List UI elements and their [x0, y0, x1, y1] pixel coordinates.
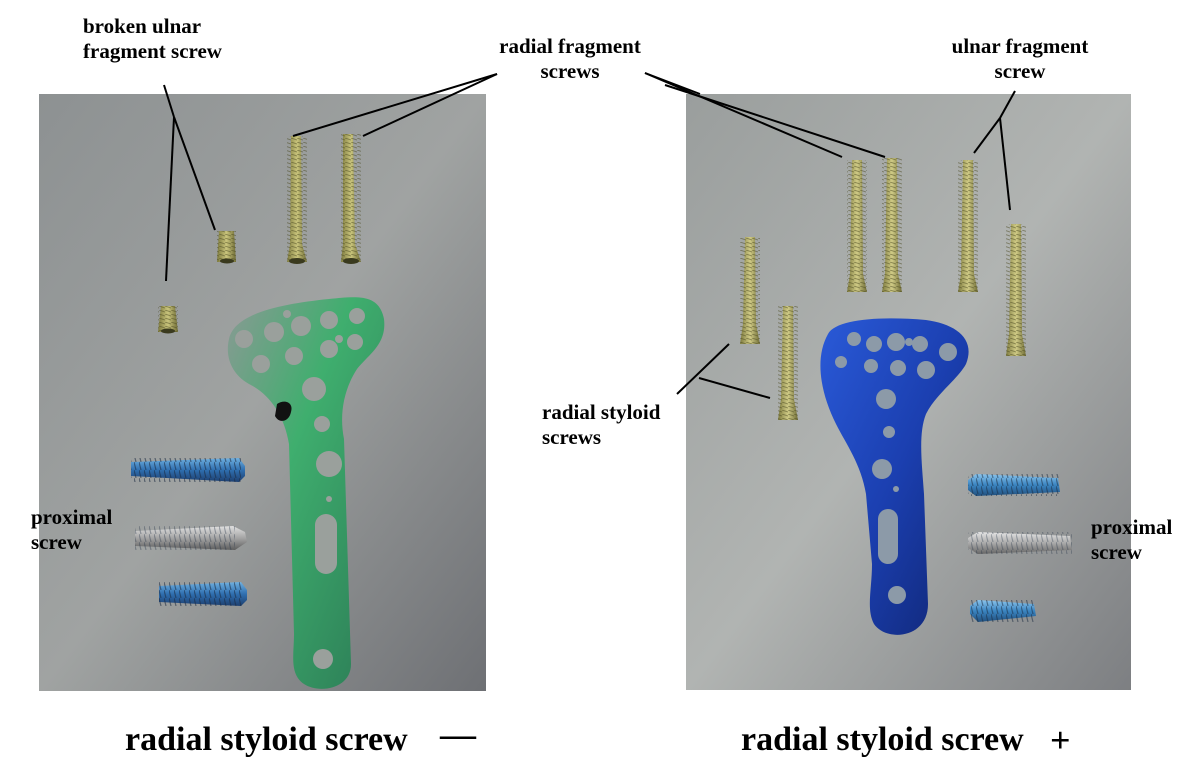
label-line-1: proximal — [1091, 515, 1173, 539]
photo-right-panel — [686, 94, 1131, 690]
left-implant-photo — [39, 94, 486, 691]
proximal-screw-blue-2 — [159, 582, 247, 606]
label-line-2: screw — [994, 59, 1046, 83]
label-line-1: radial styloid — [542, 400, 661, 424]
radial-fragment-screw-r1 — [847, 160, 867, 292]
label-line-2: screws — [540, 59, 600, 83]
radial-fragment-screw-1 — [287, 136, 307, 264]
distal-radius-plate-green — [227, 297, 385, 689]
radial-fragment-screw-r2 — [882, 158, 902, 292]
caption-left: radial styloid screw — [125, 721, 408, 758]
proximal-screw-r-blue-1 — [968, 474, 1060, 496]
label-line-2: screw — [31, 530, 82, 554]
label-line-1: proximal — [31, 505, 113, 529]
broken-ulnar-screw-2 — [217, 231, 236, 264]
broken-ulnar-screw-1 — [158, 306, 178, 334]
label-radial-styloid-screws: radial styloid screws — [542, 400, 660, 450]
distal-radius-plate-blue — [820, 318, 969, 635]
ulnar-fragment-screw-r1 — [958, 160, 978, 292]
label-line-1: ulnar fragment — [951, 34, 1089, 58]
right-implant-photo — [686, 94, 1131, 690]
radial-fragment-screw-2 — [341, 134, 361, 264]
label-line-2: screw — [1091, 540, 1142, 564]
label-ulnar-fragment-screw: ulnar fragment screw — [930, 34, 1110, 84]
label-line-2: screws — [542, 425, 602, 449]
radial-styloid-screw-r2 — [778, 306, 798, 420]
photo-left-panel — [39, 94, 486, 691]
proximal-screw-blue-1 — [131, 458, 245, 482]
proximal-screw-r-silver — [968, 532, 1072, 554]
proximal-screw-silver — [135, 526, 247, 550]
label-radial-fragment-screws: radial fragment screws — [480, 34, 660, 84]
label-line-2: fragment screw — [83, 39, 222, 63]
ulnar-fragment-screw-r2 — [1006, 224, 1026, 356]
label-broken-ulnar-fragment-screw: broken ulnar fragment screw — [83, 14, 222, 64]
label-line-1: broken ulnar — [83, 14, 202, 38]
proximal-screw-r-blue-2 — [970, 600, 1036, 622]
radial-styloid-screw-r1 — [740, 237, 760, 344]
minus-sign: — — [440, 714, 476, 754]
caption-right: radial styloid screw — [741, 721, 1024, 758]
label-line-1: radial fragment — [499, 34, 641, 58]
plus-sign: + — [1050, 720, 1071, 760]
label-proximal-screw-left: proximal screw — [31, 505, 112, 555]
label-proximal-screw-right: proximal screw — [1091, 515, 1172, 565]
